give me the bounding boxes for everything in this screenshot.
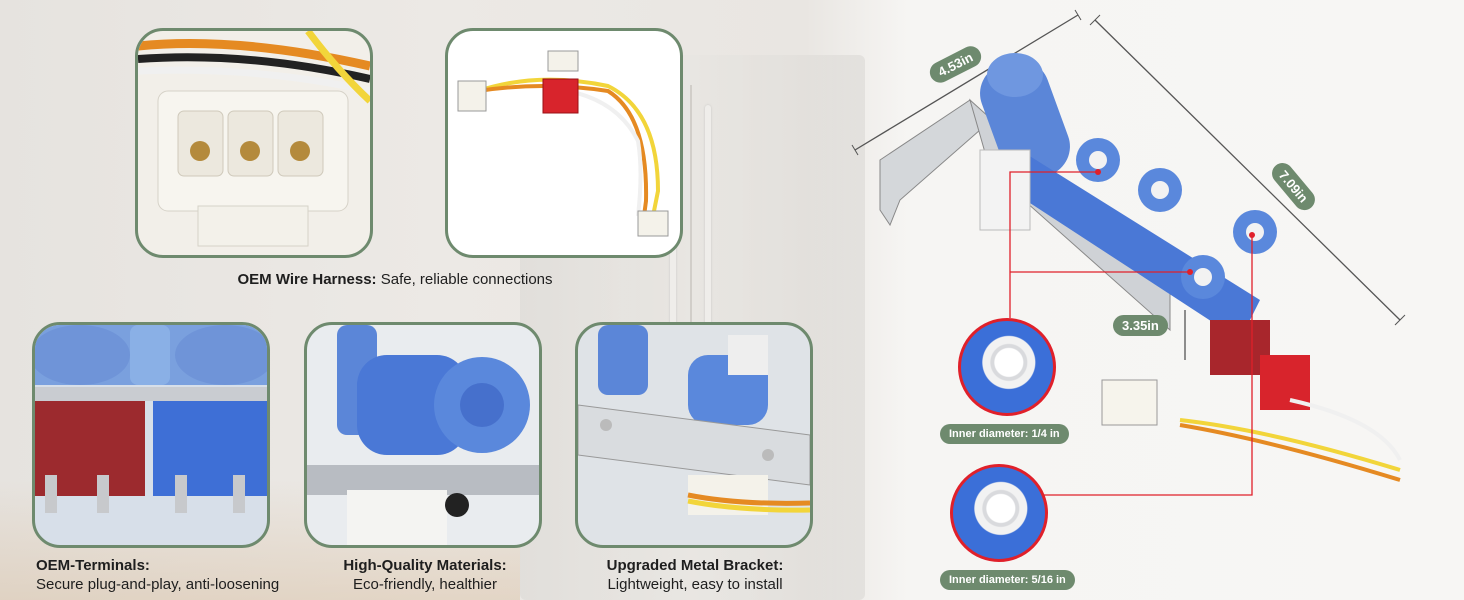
bracket-image <box>575 322 813 548</box>
inner-diameter-small-label: Inner diameter: 1/4 in <box>940 424 1069 444</box>
harness-caption: OEM Wire Harness: Safe, reliable connect… <box>150 270 640 289</box>
inner-diameter-large-label: Inner diameter: 5/16 in <box>940 570 1075 590</box>
valve-assembly-illustration <box>851 9 1406 496</box>
fridge-handle-right <box>705 105 711 365</box>
inlet-zoom-large <box>950 464 1048 562</box>
materials-caption: High-Quality Materials: Eco-friendly, he… <box>300 556 550 594</box>
harness-caption-title: OEM Wire Harness: <box>237 271 377 288</box>
terminals-caption-title: OEM-Terminals: <box>36 557 150 574</box>
terminals-image <box>32 322 270 548</box>
wire-harness-image <box>445 28 683 258</box>
inlet-zoom-small <box>958 318 1056 416</box>
harness-caption-text: Safe, reliable connections <box>380 271 553 288</box>
terminals-caption-text: Secure plug-and-play, anti-loosening <box>36 576 280 593</box>
connector-closeup-image <box>135 28 373 258</box>
materials-image <box>304 322 542 548</box>
bracket-caption-text: Lightweight, easy to install <box>607 576 783 593</box>
bracket-caption-title: Upgraded Metal Bracket: <box>606 557 784 574</box>
materials-caption-title: High-Quality Materials: <box>343 557 507 574</box>
materials-caption-text: Eco-friendly, healthier <box>353 576 497 593</box>
bracket-caption: Upgraded Metal Bracket: Lightweight, eas… <box>570 556 820 594</box>
fridge-door-line <box>690 85 692 465</box>
terminals-caption: OEM-Terminals: Secure plug-and-play, ant… <box>20 556 310 594</box>
height-dimension-label: 3.35in <box>1113 315 1168 336</box>
